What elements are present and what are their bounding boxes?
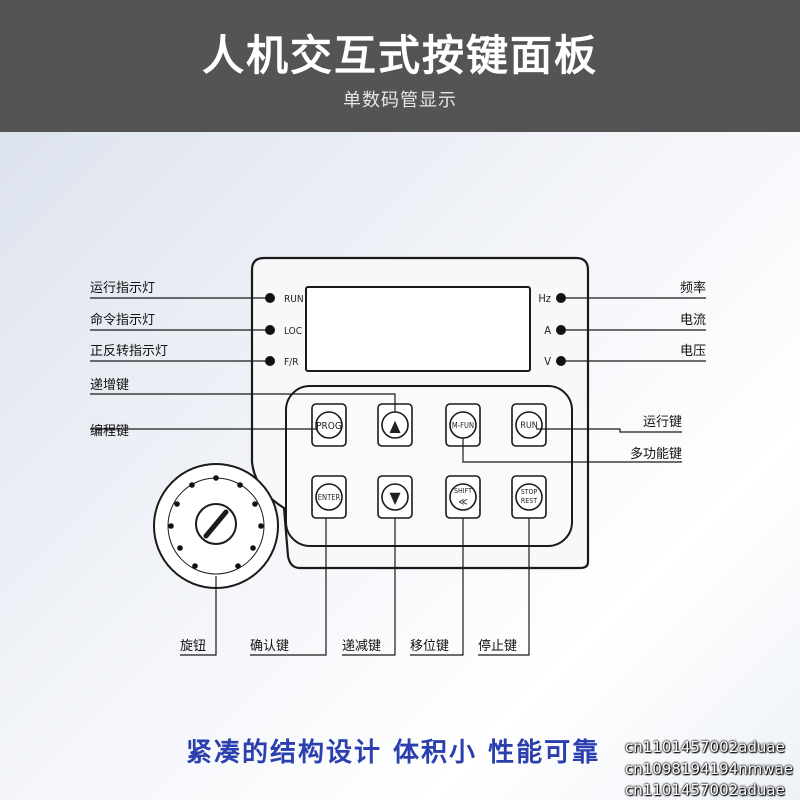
reset-key-label: REST [521,497,537,505]
loc-indicator-callout: 命令指示灯 [90,312,155,328]
v-indicator-led [556,356,566,366]
run-indicator-code: RUN [284,294,304,305]
confirm-key-callout: 确认键 [250,639,289,654]
shift-chevron-icon: ≪ [458,497,467,508]
header-banner: 人机交互式按键面板 单数码管显示 [0,0,800,132]
enter-key-label: ENTER [318,493,341,502]
loc-indicator-code: LOC [284,326,302,337]
stop-key-label: STOP [521,488,538,496]
loc-indicator-led [265,325,275,335]
hz-indicator-led [556,293,566,303]
prog-key-label: PROG [316,421,342,432]
watermark-text: cn1098194194nmwae [625,760,793,778]
down-key[interactable]: ▼ [377,475,413,519]
run-key[interactable]: RUN [511,403,547,447]
page-subtitle: 单数码管显示 [343,90,457,111]
rotary-knob[interactable] [153,463,279,589]
page-title: 人机交互式按键面板 [201,31,598,80]
lcd-display [305,286,531,372]
mfun-key[interactable]: M-FUN [445,403,481,447]
prog-key[interactable]: PROG [311,403,347,447]
v-indicator-code: V [544,355,551,368]
shift-key-label: SHIFT [454,487,472,495]
stop-reset-key[interactable]: STOP REST [511,475,547,519]
v-indicator-callout: 电压 [680,344,706,359]
stop-key-callout: 停止键 [478,638,517,654]
keypad-area [285,385,573,547]
up-key[interactable]: ▲ [377,403,413,447]
knob-callout: 旋钮 [180,639,206,654]
run-key-label: RUN [520,421,538,431]
a-indicator-code: A [544,324,551,337]
enter-key[interactable]: ENTER [311,475,347,519]
a-indicator-callout: 电流 [680,313,706,328]
fr-indicator-callout: 正反转指示灯 [90,344,168,359]
run-indicator-led [265,293,275,303]
watermark-text: cn1101457002aduae [625,781,785,799]
a-indicator-led [556,325,566,335]
shift-key[interactable]: SHIFT ≪ [445,475,481,519]
up-arrow-icon: ▲ [389,416,401,435]
run-indicator-callout: 运行指示灯 [90,281,155,296]
decrease-key-callout: 递减键 [342,639,381,654]
increase-key-callout: 递增键 [90,378,129,393]
program-key-callout: 编程键 [90,424,129,439]
shift-key-callout: 移位键 [410,639,449,654]
slogan-text: 紧凑的结构设计 体积小 性能可靠 [186,738,601,768]
fr-indicator-code: F/R [284,357,298,368]
down-arrow-icon: ▼ [389,488,401,507]
hz-indicator-code: Hz [538,292,551,305]
hz-indicator-callout: 频率 [680,280,706,296]
mfun-key-label: M-FUN [452,421,474,430]
watermark-text: cn1101457002aduae [625,738,785,756]
fr-indicator-led [265,356,275,366]
multi-function-key-callout: 多功能键 [630,446,682,462]
callout-lines [90,297,706,656]
run-key-callout: 运行键 [643,415,682,430]
